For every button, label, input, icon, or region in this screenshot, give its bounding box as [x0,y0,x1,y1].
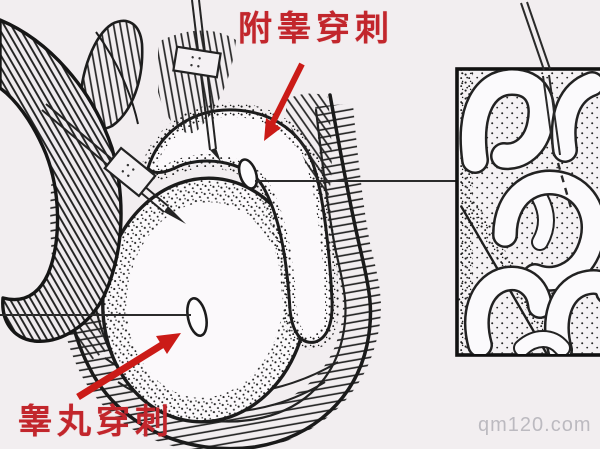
epididymis [140,102,340,350]
watermark: qm120.com [478,414,592,436]
label-testicular-puncture: 睾丸穿刺 [18,403,174,441]
testicular-puncture-arrow [76,333,181,400]
epididymis-puncture-site [237,158,259,190]
inset-needle-shaft [548,74,561,156]
testis-needle [41,103,186,224]
inset-needle-dashed-path [556,162,573,209]
epididymis-needle [172,0,222,162]
penis [0,18,123,343]
epididymal-puncture-arrow [264,62,305,141]
inset-needle [520,1,551,71]
label-epididymal-puncture: 附睾穿刺 [238,10,394,48]
epididymal-tubules [459,70,600,354]
inset-magnified-epididymis [455,1,600,357]
testis-puncture-site [186,297,208,337]
